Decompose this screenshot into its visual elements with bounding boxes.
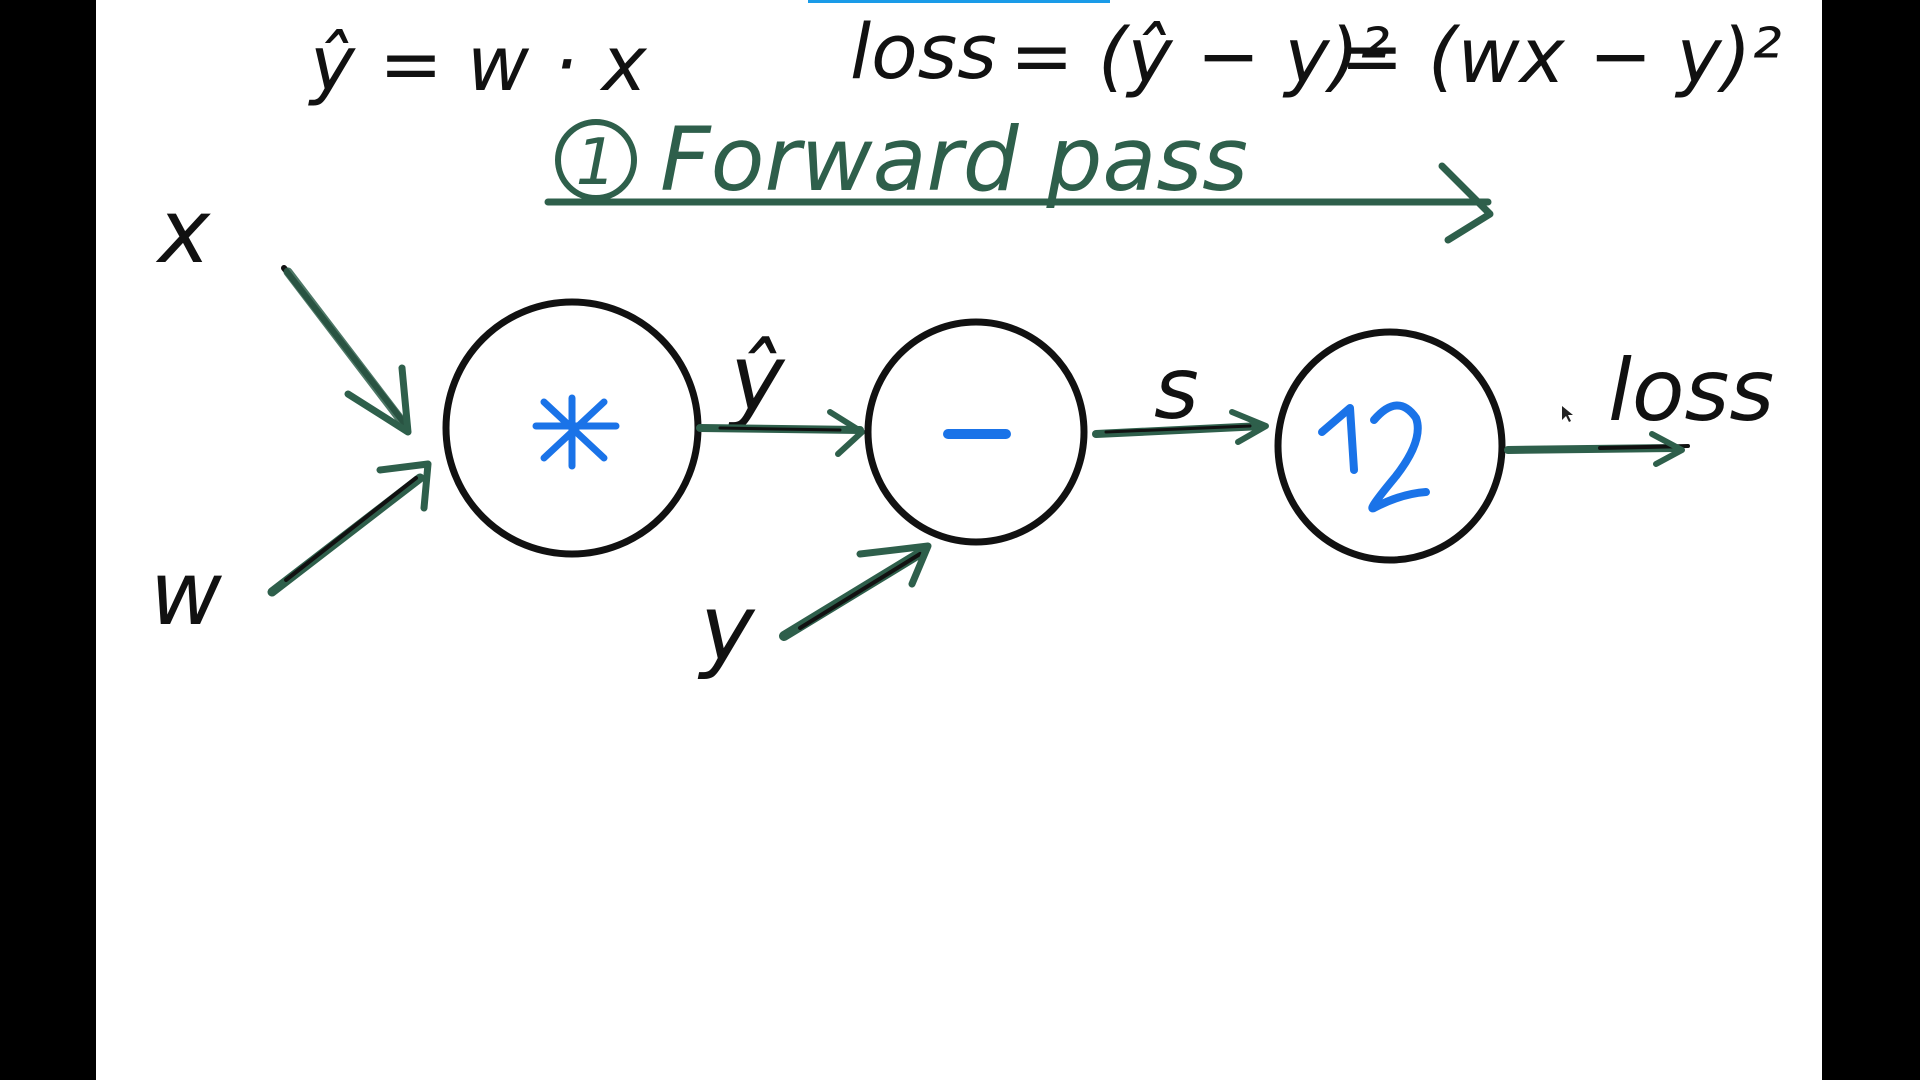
forward-pass-arrow-head — [1438, 162, 1494, 244]
input-w-label: w — [150, 542, 223, 645]
square-node-circle — [1274, 328, 1506, 564]
step-number: 1 — [576, 126, 617, 200]
step-number-circle — [555, 119, 637, 201]
forward-pass-step: 1 Forward pass — [544, 108, 1494, 244]
output-loss-label: loss — [1608, 341, 1774, 441]
edge-multiply-to-subtract: ŷ — [696, 325, 865, 457]
loss-equation-rhs-2: = (wx − y)² — [1340, 11, 1782, 100]
edge-w-to-multiply — [267, 460, 432, 597]
input-y-label: y — [697, 575, 756, 682]
multiply-node-icon — [532, 394, 620, 470]
forward-pass-label: Forward pass — [660, 108, 1248, 211]
edge-y-to-subtract — [779, 542, 932, 641]
cursor-icon — [1562, 406, 1573, 422]
prediction-equation: ŷ = w · x — [308, 19, 648, 108]
square-node — [1274, 328, 1506, 564]
square-node-icon — [1318, 401, 1430, 513]
edge-y-hat-label: ŷ — [727, 325, 786, 432]
loss-equation-rhs-1: = (ŷ − y)² — [1010, 11, 1390, 100]
input-x-label: x — [155, 180, 211, 283]
subtract-node-circle — [864, 318, 1088, 546]
edge-subtract-to-square: s — [1092, 339, 1269, 445]
edge-x-to-multiply — [281, 265, 412, 436]
edge-s-label: s — [1154, 339, 1199, 439]
edge-square-to-loss: loss — [1504, 341, 1774, 467]
loss-equation-lhs: loss — [850, 7, 997, 96]
subtract-node — [864, 318, 1088, 546]
top-progress-mark — [808, 0, 1110, 3]
